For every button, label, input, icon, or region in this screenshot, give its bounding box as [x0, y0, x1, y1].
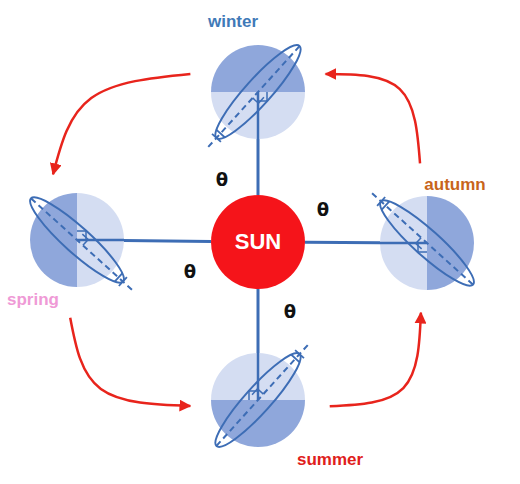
- night-half: [30, 193, 77, 287]
- earth-circle: summer: [211, 353, 305, 447]
- equal-tick: [291, 355, 300, 363]
- sun-line: [257, 92, 260, 139]
- sun-ray: [257, 139, 260, 195]
- equal-tick: [114, 273, 122, 282]
- equal-tick: [295, 350, 304, 358]
- orbit-arrow: [53, 74, 190, 174]
- night-half: [211, 400, 305, 447]
- angle-label: θ: [216, 170, 228, 190]
- orbit-arrow: [326, 74, 420, 163]
- angle-label: θ: [284, 302, 296, 322]
- orbit-ellipse: [22, 189, 132, 291]
- orbit-ellipse: [207, 37, 309, 147]
- day-half: [211, 92, 305, 139]
- orbit-ellipse: [207, 345, 309, 455]
- earth-group: [22, 189, 132, 291]
- sun-ray: [305, 241, 380, 244]
- sun-label: SUN: [235, 230, 281, 254]
- night-half: [211, 45, 305, 92]
- earth-group: [207, 345, 309, 455]
- equal-tick: [216, 129, 225, 137]
- axis-dashed: [216, 345, 308, 446]
- season-label: summer: [297, 451, 363, 470]
- right-angle-mark: [416, 238, 422, 249]
- angle-label: θ: [184, 262, 196, 282]
- night-half: [427, 196, 474, 290]
- angle-label: θ: [317, 200, 329, 220]
- season-label: spring: [7, 291, 59, 310]
- axis-dashed: [31, 198, 132, 290]
- axis-dashed: [372, 193, 473, 285]
- equal-tick: [119, 277, 127, 286]
- axis-dashed: [208, 46, 300, 147]
- day-half: [380, 196, 427, 290]
- day-half: [211, 353, 305, 400]
- day-half: [77, 193, 124, 287]
- right-angle-mark: [253, 97, 264, 103]
- season-label: autumn: [424, 176, 485, 195]
- earth-circle: winter: [211, 45, 305, 139]
- earth-circle: autumn: [380, 196, 474, 290]
- season-label: winter: [208, 13, 258, 32]
- sun-ray: [257, 289, 260, 353]
- orbit-arrow: [330, 313, 421, 407]
- equal-tick: [382, 201, 390, 210]
- earth-circle: spring: [30, 193, 124, 287]
- sun-line: [77, 239, 124, 242]
- equal-tick: [212, 134, 221, 142]
- sun-ray: [124, 239, 211, 243]
- sun-line: [380, 242, 427, 245]
- earth-group: [207, 37, 309, 147]
- right-angle-mark: [252, 389, 263, 395]
- sun-line: [257, 353, 260, 400]
- right-angle-mark: [82, 234, 88, 245]
- orbit-ellipse: [372, 192, 482, 294]
- orbit-arrow: [70, 318, 190, 406]
- earth-group: [372, 192, 482, 294]
- sun-circle: SUN: [211, 195, 305, 289]
- equal-tick: [377, 197, 385, 206]
